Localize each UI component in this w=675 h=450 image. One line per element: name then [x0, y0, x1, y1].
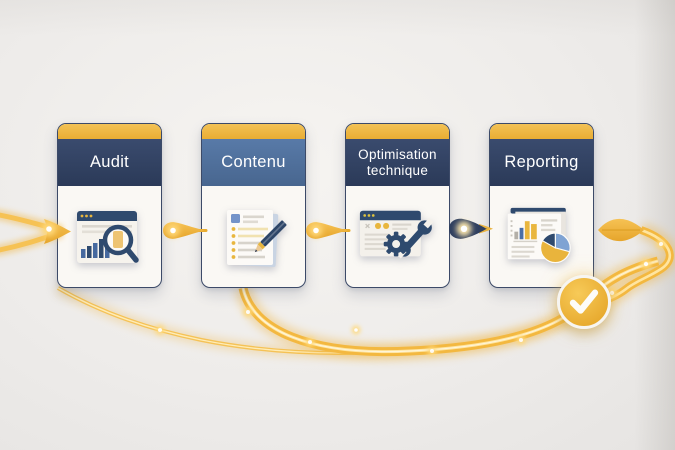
checkmark-icon — [569, 289, 599, 314]
pen-nib-connector-2 — [306, 222, 351, 239]
step-card-reporting: Reporting — [489, 123, 594, 288]
card-header: Contenu — [202, 139, 305, 186]
step-title: Contenu — [221, 153, 286, 172]
pie-chart — [539, 232, 571, 264]
pen-nib-connector-3 — [449, 218, 493, 239]
card-accent-bar — [202, 124, 305, 139]
card-header: Optimisation technique — [346, 139, 449, 186]
ribbon-sparkles — [155, 239, 666, 356]
ribbon-main — [234, 252, 661, 361]
ribbon-loop — [593, 222, 675, 311]
step-card-contenu: Contenu — [201, 123, 306, 288]
card-header: Audit — [58, 139, 161, 186]
step-title: Reporting — [504, 153, 579, 172]
card-accent-bar — [490, 124, 593, 139]
card-body — [202, 186, 305, 287]
card-body — [346, 186, 449, 287]
step-card-audit: Audit — [57, 123, 162, 288]
pen-nib-connector-1 — [163, 222, 208, 239]
step-title: Optimisation technique — [358, 147, 437, 178]
card-body — [490, 186, 593, 287]
card-accent-bar — [58, 124, 161, 139]
success-check-badge — [557, 275, 611, 329]
technical-browser-gear-wrench-icon — [359, 210, 434, 259]
card-header: Reporting — [490, 139, 593, 186]
step-title: Audit — [89, 153, 130, 172]
audit-analytics-magnifier-icon — [76, 210, 139, 263]
end-arrow — [598, 218, 644, 242]
reporting-bar-pie-chart-icon — [507, 207, 571, 264]
step-card-optimisation-technique: Optimisation technique — [345, 123, 450, 288]
content-document-pencil-icon — [226, 209, 287, 267]
card-accent-bar — [346, 124, 449, 139]
entry-swoosh — [0, 209, 71, 256]
card-body — [58, 186, 161, 287]
ribbon-thin-streak — [55, 283, 578, 358]
